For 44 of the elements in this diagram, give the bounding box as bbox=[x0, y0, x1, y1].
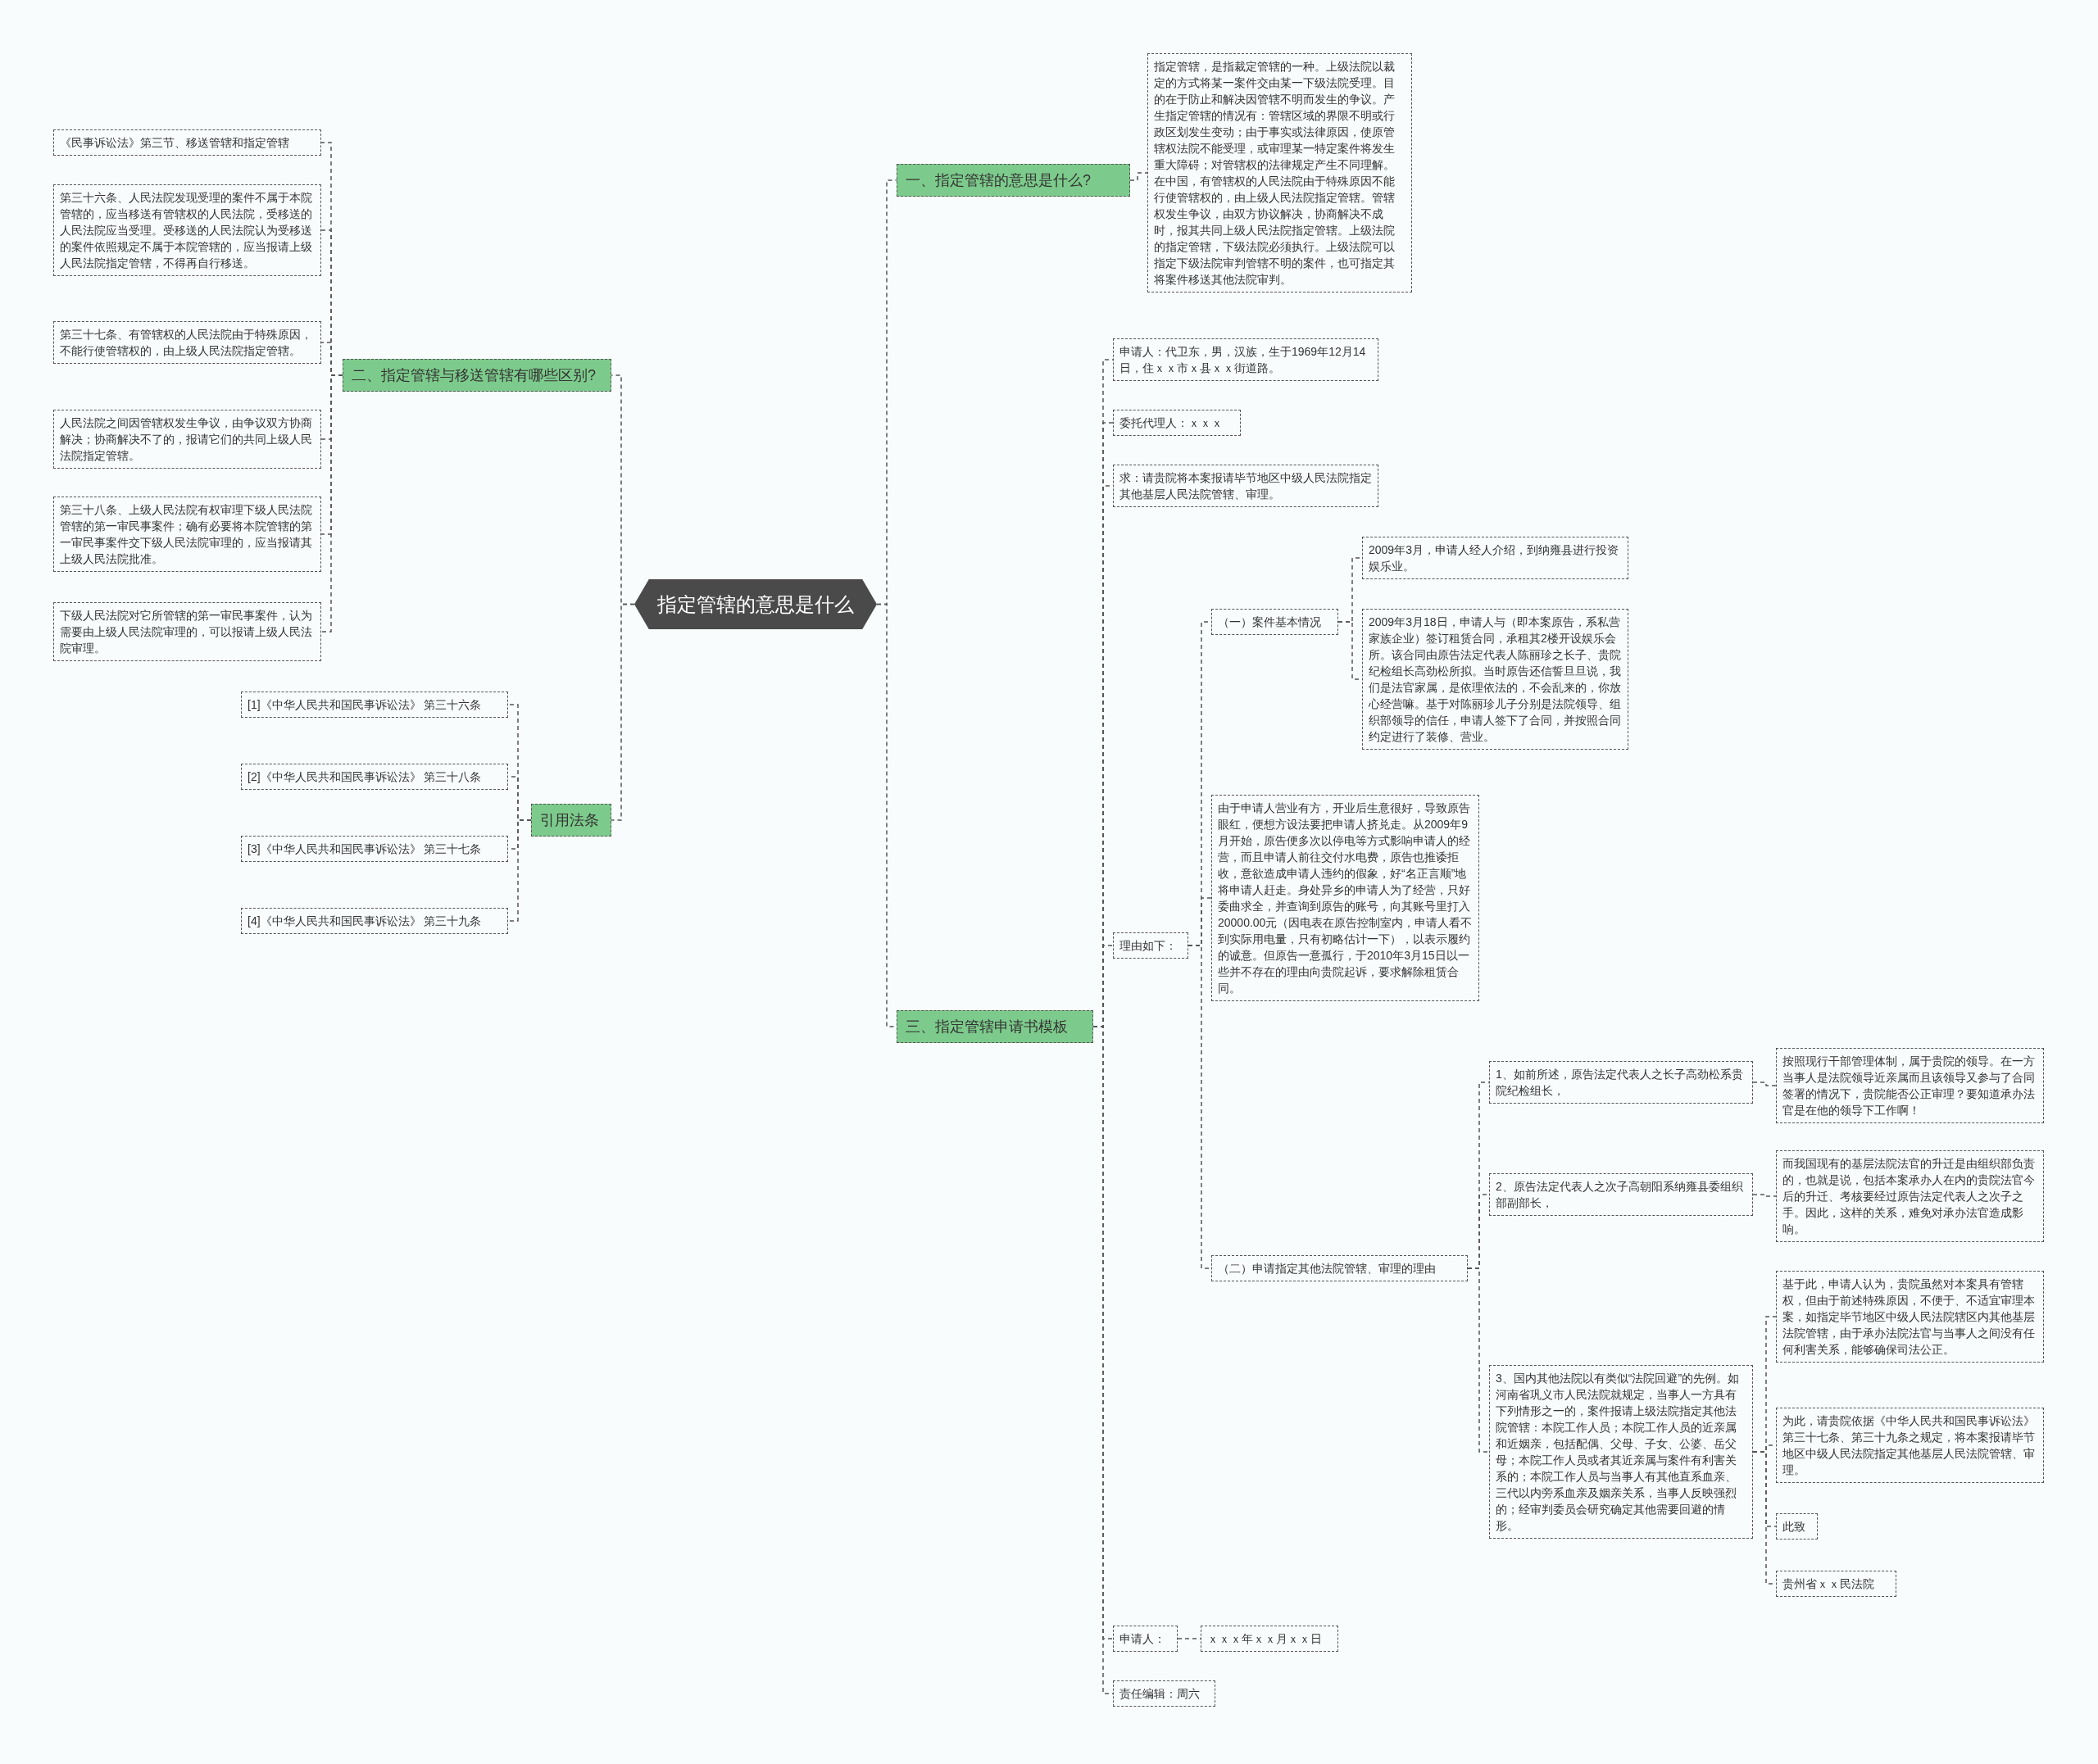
note-box: 申请人： bbox=[1113, 1626, 1178, 1652]
note-box: 申请人：代卫东，男，汉族，生于1969年12月14日，住ｘｘ市ｘ县ｘｘ街道路。 bbox=[1113, 338, 1378, 381]
note-box: （一）案件基本情况 bbox=[1211, 609, 1338, 635]
note-box: 而我国现有的基层法院法官的升迁是由组织部负责的，也就是说，包括本案承办人在内的贵院法官今后的升迁、考核要经过原告法定代表人之次子之手。因此，这样的关系，难免对承办法官造成影响。 bbox=[1776, 1150, 2044, 1242]
note-box: （二）申请指定其他法院管辖、审理的理由 bbox=[1211, 1255, 1468, 1281]
note-box: 第三十八条、上级人民法院有权审理下级人民法院管辖的第一审民事案件；确有必要将本院管辖的第一审民事案件交下级人民法院审理的，应当报请其上级人民法院批准。 bbox=[53, 497, 321, 572]
note-box: [3]《中华人民共和国民事诉讼法》 第三十七条 bbox=[241, 836, 508, 862]
note-box: 2009年3月18日，申请人与（即本案原告，系私营家族企业）签订租赁合同，承租其2楼开设娱乐会所。该合同由原告法定代表人陈丽珍之长子、贵院纪检组长高劲松所拟。当时原告还信誓旦旦说，我们是法官家属，是依理依法的，不会乱来的，你放心经营嘛。基于对陈丽珍儿子分别是法院领导、组织部领导的信任，申请人签下了合同，并按照合同约定进行了装修、营业。 bbox=[1362, 609, 1628, 750]
connector bbox=[320, 374, 343, 633]
note-box: 基于此，申请人认为，贵院虽然对本案具有管辖权，但由于前述特殊原因，不便于、不适宜审理本案，如指定毕节地区中级人民法院辖区内其他基层法院管辖，由于承办法院法官与当事人之间没有任何利害关系，能够确保司法公正。 bbox=[1776, 1271, 2044, 1363]
topic-box: 一、指定管辖的意思是什么? bbox=[897, 164, 1130, 197]
note-box: 求：请贵院将本案报请毕节地区中级人民法院指定其他基层人民法院管辖、审理。 bbox=[1113, 465, 1378, 507]
connector bbox=[1467, 1267, 1490, 1453]
note-box: 2009年3月，申请人经人介绍，到纳雍县进行投资娱乐业。 bbox=[1362, 537, 1628, 579]
note-box: [4]《中华人民共和国民事诉讼法》 第三十九条 bbox=[241, 908, 508, 934]
topic-box: 引用法条 bbox=[531, 804, 611, 837]
note-box: 委托代理人：ｘｘｘ bbox=[1113, 410, 1241, 436]
note-box: 人民法院之间因管辖权发生争议，由争议双方协商解决；协商解决不了的，报请它们的共同上级人民法院指定管辖。 bbox=[53, 410, 321, 469]
note-box: 贵州省ｘｘ民法院 bbox=[1776, 1571, 1896, 1597]
note-box: 第三十六条、人民法院发现受理的案件不属于本院管辖的，应当移送有管辖权的人民法院，受移送的人民法院应当受理。受移送的人民法院认为受移送的案件依照规定不属于本院管辖的，应当报请上级人民法院指定管辖，不得再自行移送。 bbox=[53, 184, 321, 276]
note-box: 《民事诉讼法》第三节、移送管辖和指定管辖 bbox=[53, 129, 321, 156]
note-box: 3、国内其他法院以有类似“法院回避”的先例。如河南省巩义市人民法院就规定，当事人一方具有下列情形之一的，案件报请上级法院指定其他法院管辖：本院工作人员；本院工作人员的近亲属和近姻亲，包括配偶、父母、子女、公婆、岳父母；本院工作人员或者其近亲属与案件有利害关系的；本院工作人员与当事人有其他直系血亲、三代以内旁系血亲及姻亲关系，当事人反映强烈的；经审判委员会研究确定其他需要回避的情形。 bbox=[1489, 1365, 1753, 1539]
note-box: 理由如下： bbox=[1113, 932, 1188, 959]
topic-box: 二、指定管辖与移送管辖有哪些区别? bbox=[343, 359, 611, 392]
note-box: 第三十七条、有管辖权的人民法院由于特殊原因，不能行使管辖权的，由上级人民法院指定管辖。 bbox=[53, 321, 321, 364]
note-box: 按照现行干部管理体制，属于贵院的领导。在一方当事人是法院领导近亲属而且该领导又参与了合同签署的情况下，贵院能否公正审理？要知道承办法官是在他的领导下工作啊！ bbox=[1776, 1048, 2044, 1123]
note-box: 下级人民法院对它所管辖的第一审民事案件，认为需要由上级人民法院审理的，可以报请上级人民法院审理。 bbox=[53, 602, 321, 661]
note-box: [2]《中华人民共和国民事诉讼法》 第三十八条 bbox=[241, 764, 508, 790]
note-box: 此致 bbox=[1776, 1513, 1818, 1540]
note-box: 指定管辖，是指裁定管辖的一种。上级法院以裁定的方式将某一案件交由某一下级法院受理。目的在于防止和解决因管辖不明而发生的争议。产生指定管辖的情况有：管辖区域的界限不明或行政区划发生变动；由于事实或法律原因，使原管辖权法院不能受理，或审理某一特定案件将发生重大障碍；对管辖权的法律规定产生不同理解。在中国，有管辖权的人民法院由于特殊原因不能行使管辖权的，由上级人民法院指定管辖。管辖权发生争议，由双方协议解决，协商解决不成时，报其共同上级人民法院指定管辖。上级法院的指定管辖，下级法院必须执行。上级法院可以指定下级法院审判管辖不明的案件，也可指定其将案件移送其他法院审判。 bbox=[1147, 53, 1412, 292]
note-box: ｘｘｘ年ｘｘ月ｘｘ日 bbox=[1201, 1626, 1338, 1652]
note-box: 2、原告法定代表人之次子高朝阳系纳雍县委组织部副部长， bbox=[1489, 1173, 1753, 1216]
note-box: 1、如前所述，原告法定代表人之长子高劲松系贵院纪检组长， bbox=[1489, 1061, 1753, 1104]
note-box: 责任编辑：周六 bbox=[1113, 1680, 1215, 1707]
connector bbox=[1752, 1194, 1777, 1197]
topic-box: 三、指定管辖申请书模板 bbox=[897, 1010, 1093, 1043]
note-box: 为此，请贵院依据《中华人民共和国民事诉讼法》第三十七条、第三十九条之规定，将本案报请毕节地区中级人民法院指定其他基层人民法院管辖、审理。 bbox=[1776, 1408, 2044, 1483]
note-box: [1]《中华人民共和国民事诉讼法》 第三十六条 bbox=[241, 692, 508, 718]
connector bbox=[1129, 172, 1148, 181]
central-topic: 指定管辖的意思是什么 bbox=[634, 579, 877, 629]
note-box: 由于申请人营业有方，开业后生意很好，导致原告眼红，便想方设法要把申请人挤兑走。从2009年9月开始，原告便多次以停电等方式影响申请人的经营，而且申请人前往交付水电费，原告也推诿拒收，意欲造成申请人违约的假象，好“名正言顺”地将申请人赶走。身处异乡的申请人为了经营，只好委曲求全，并查询到原告的账号，向其账号里打入20000.00元（因电表在原告控制室内，申请人看不到实际用电量，只有初略估计一下），以表示履约的诚意。但原告一意孤行，于2010年3月15日以一些并不存在的理由向贵院起诉，要求解除租赁合同。 bbox=[1211, 795, 1479, 1001]
connector bbox=[1752, 1082, 1777, 1086]
connector bbox=[507, 819, 532, 922]
connector bbox=[611, 603, 635, 821]
